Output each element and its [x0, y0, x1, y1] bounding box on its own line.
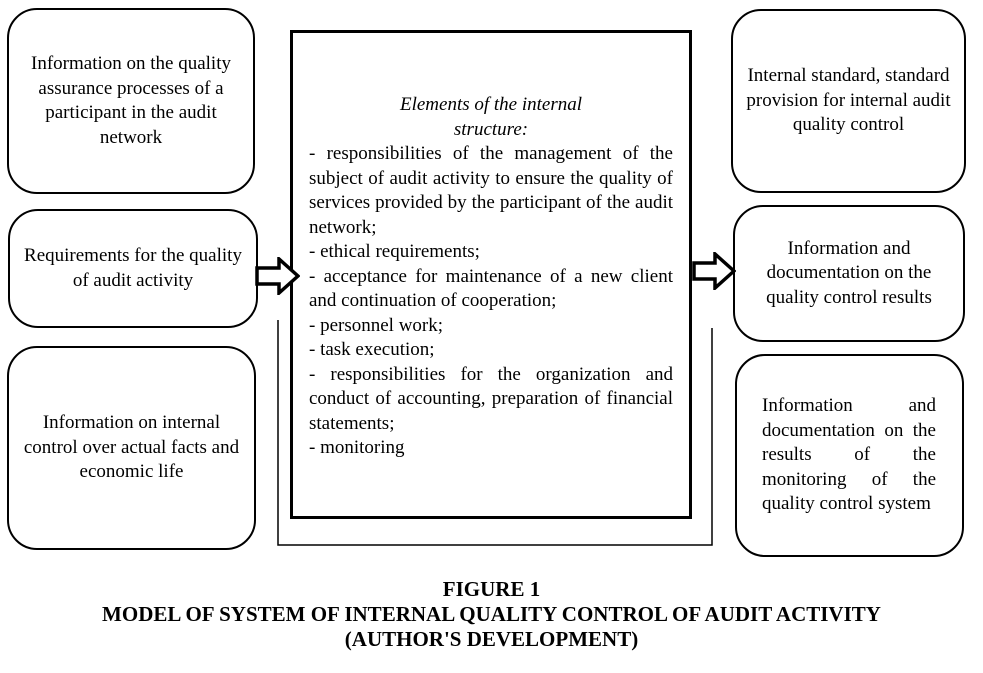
box-internal-control-info: Information on internal control over act…: [7, 346, 256, 550]
structure-item: - monitoring: [309, 437, 405, 458]
box-quality-control-results: Information and documentation on the qua…: [733, 205, 965, 342]
box-monitoring-results-text: Information and documentation on the res…: [762, 395, 936, 515]
figure-caption: FIGURE 1 MODEL OF SYSTEM OF INTERNAL QUA…: [0, 577, 983, 652]
figure-title-line2: (AUTHOR'S DEVELOPMENT): [344, 627, 639, 651]
box-quality-control-results-text: Information and documentation on the qua…: [766, 237, 932, 308]
structure-item: - responsibilities of the management of …: [309, 143, 673, 238]
box-internal-control-info-text: Information on internal control over act…: [23, 412, 240, 483]
box-quality-requirements-text: Requirements for the quality of audit ac…: [24, 245, 242, 291]
box-quality-assurance-info: Information on the quality assurance pro…: [7, 8, 255, 194]
box-monitoring-results: Information and documentation on the res…: [735, 354, 964, 557]
structure-item: - task execution;: [309, 339, 435, 360]
structure-item: - acceptance for maintenance of a new cl…: [309, 265, 673, 312]
figure-number: FIGURE 1: [442, 577, 541, 601]
right-arrow-icon: [255, 257, 300, 295]
right-arrow-icon: [692, 252, 736, 290]
feedback-connector-line: [277, 320, 713, 546]
structure-item: - responsibilities for the organization …: [309, 363, 673, 434]
structure-item: - personnel work;: [309, 314, 444, 336]
box-internal-standard-text: Internal standard, standard provision fo…: [746, 65, 951, 136]
box-quality-assurance-info-text: Information on the quality assurance pro…: [31, 53, 231, 148]
internal-structure-box: Elements of the internal structure: - re…: [290, 30, 692, 519]
figure-title-line1: MODEL OF SYSTEM OF INTERNAL QUALITY CONT…: [102, 602, 881, 626]
internal-structure-heading: Elements of the internal structure:: [399, 94, 583, 140]
box-internal-standard: Internal standard, standard provision fo…: [731, 9, 966, 193]
structure-item: - ethical requirements;: [309, 241, 480, 262]
box-quality-requirements: Requirements for the quality of audit ac…: [8, 209, 258, 328]
